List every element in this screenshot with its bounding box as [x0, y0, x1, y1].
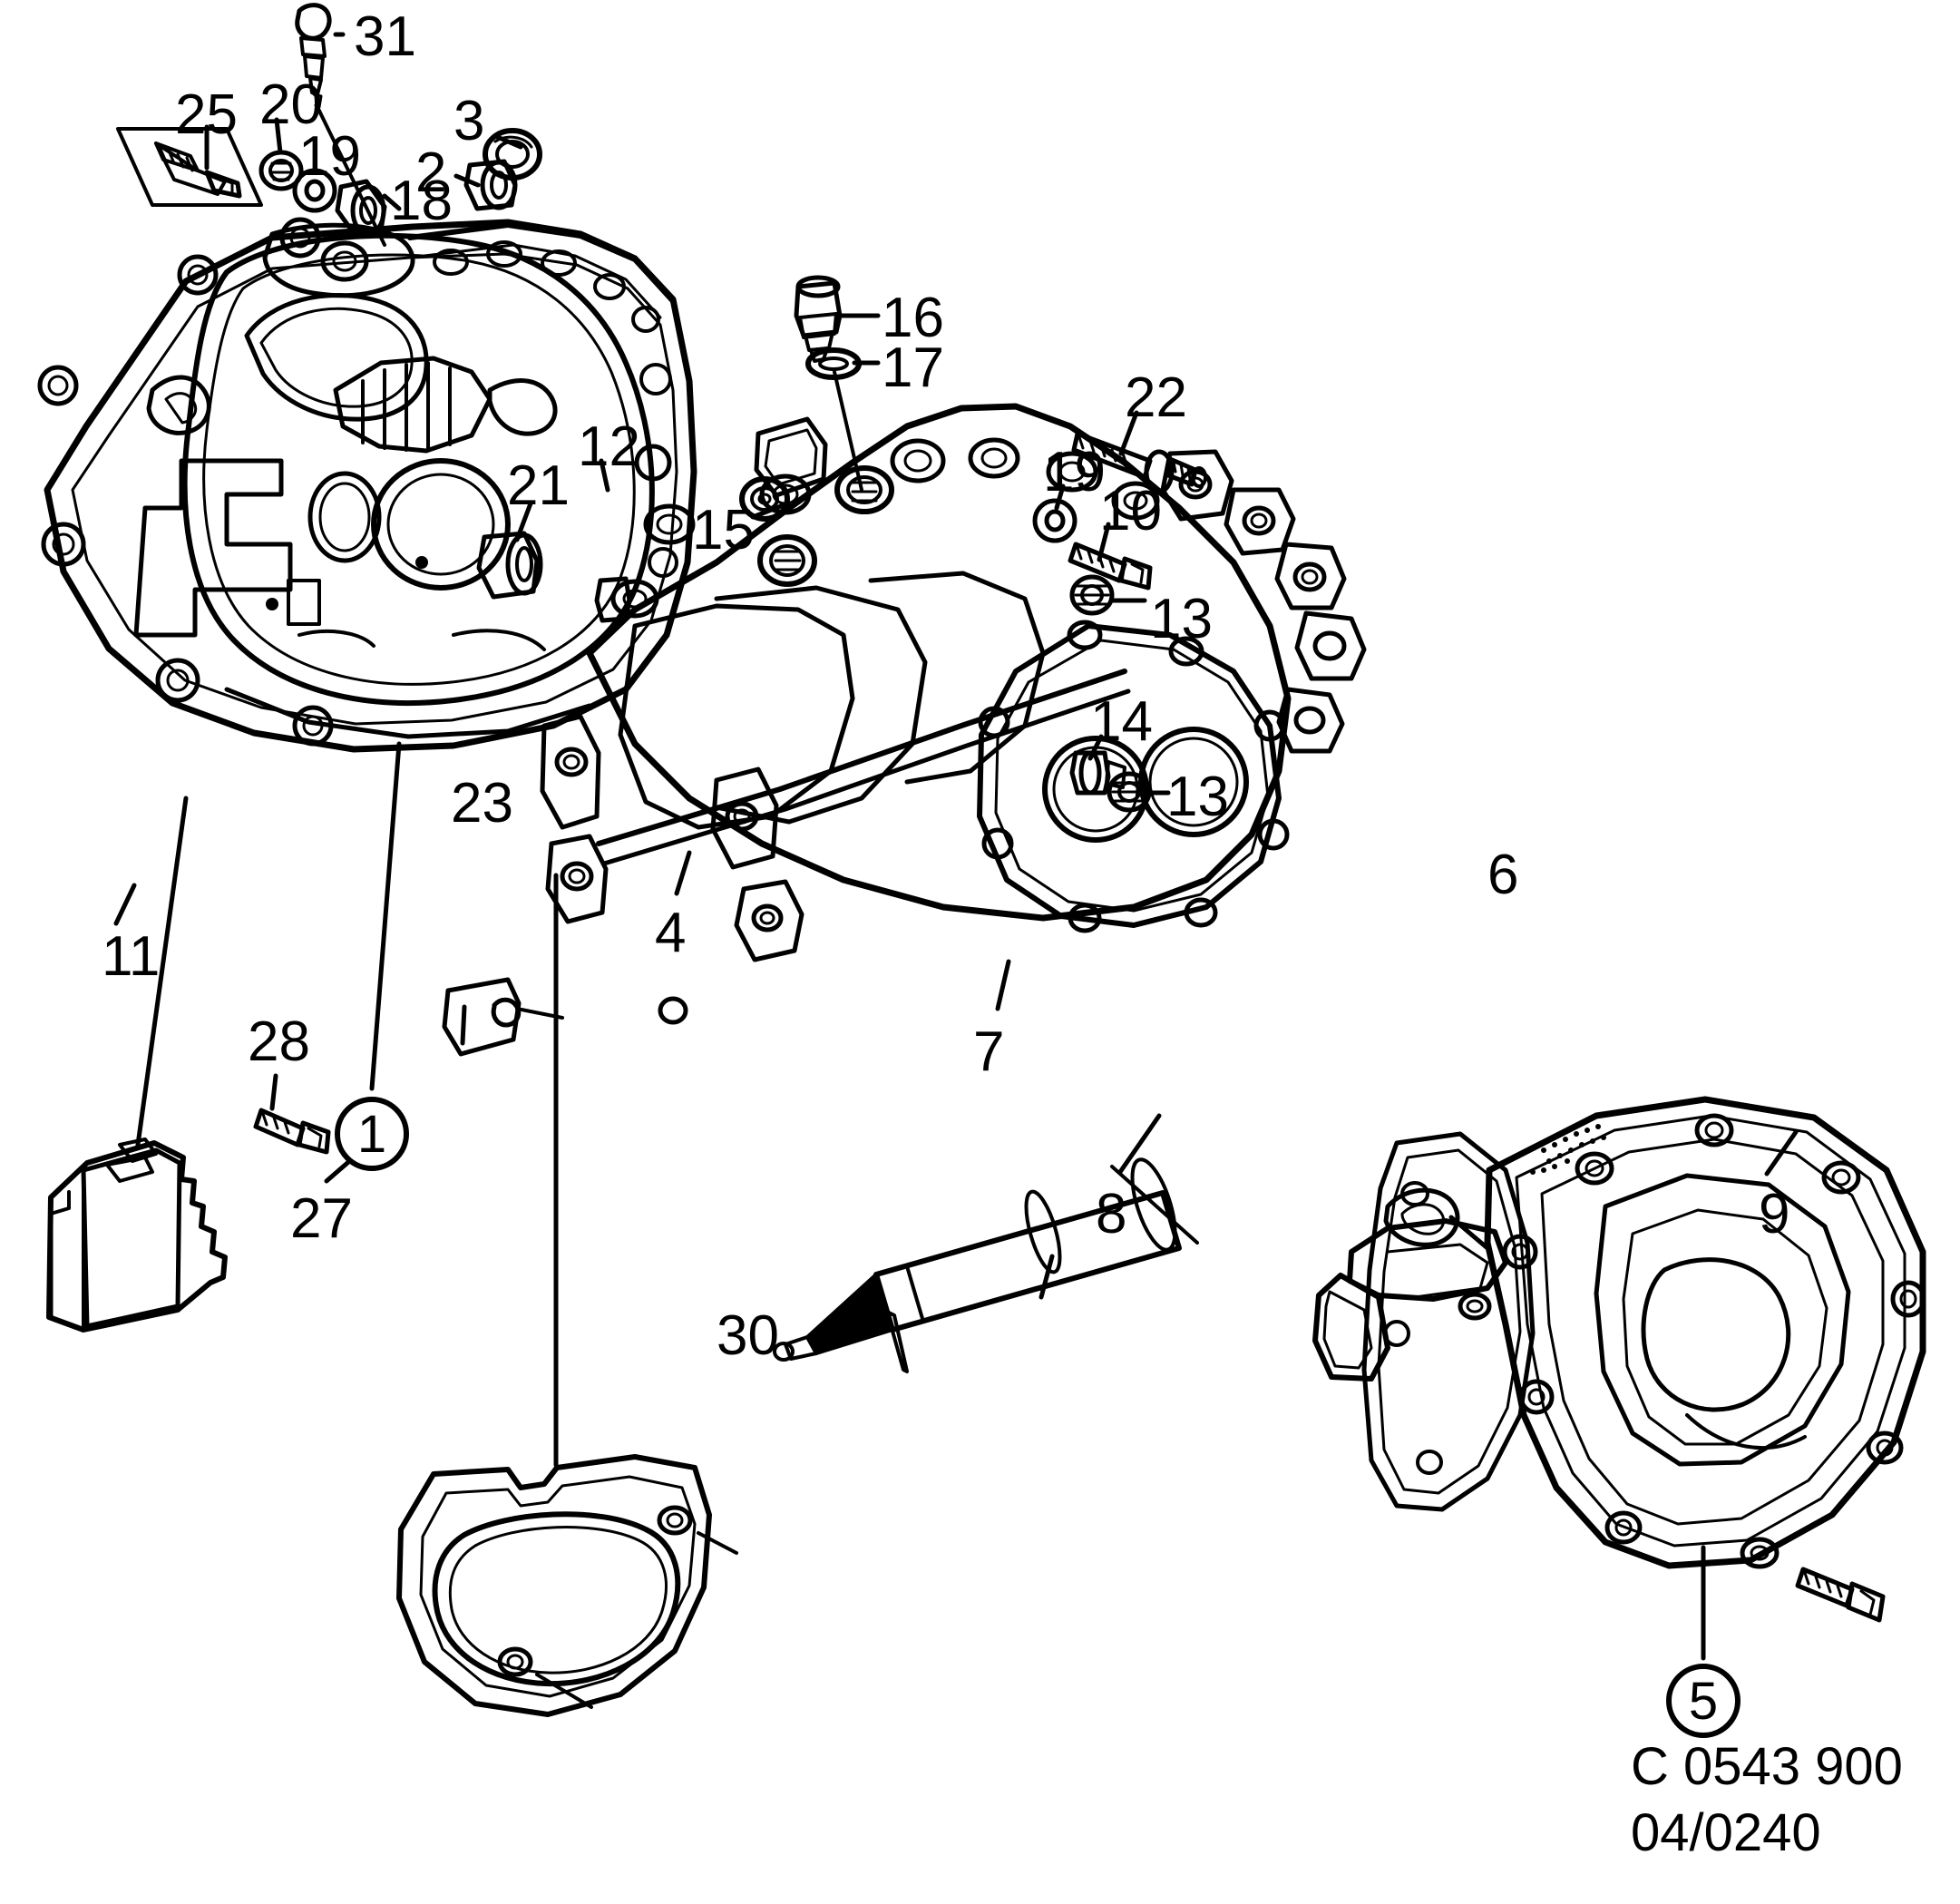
- locating-dowel-12: [594, 576, 632, 623]
- badge-clutch-bell-housing: 1: [335, 1097, 409, 1171]
- leader-lines: [113, 32, 1799, 1661]
- stud-22: [1071, 431, 1207, 494]
- callout-oil-seal: 15: [692, 499, 755, 561]
- callout-nut: 20: [259, 73, 322, 136]
- drawing-reference: C 0543 900 04/0240: [1631, 1737, 1903, 1862]
- callout-dowel-sleeve: 18: [390, 170, 453, 232]
- sealing-washer-13b: [1107, 771, 1152, 813]
- callout-seal-ring: 3: [453, 90, 485, 152]
- callout-o-ring: 17: [882, 337, 944, 399]
- callout-sealant-tube: 30: [717, 1304, 779, 1367]
- callout-switch-plunger: 14: [1090, 690, 1153, 753]
- anchor-plate-23: [442, 977, 688, 1057]
- callout-locating-dowel: 12: [578, 415, 640, 478]
- callout-dipstick: 31: [354, 5, 416, 68]
- bush-sleeve-21: [476, 531, 543, 600]
- washer-19b: [1032, 498, 1078, 543]
- leader-16-17-to-case: [833, 370, 863, 492]
- bolt-28: [253, 1108, 331, 1155]
- callout-sealing-washer: 13: [1166, 766, 1229, 828]
- callout-bush: 2: [415, 142, 447, 204]
- callout-gasket: 8: [1096, 1183, 1127, 1245]
- callout-bolt-short: 28: [248, 1011, 310, 1073]
- callout-spring-clip: 6: [1487, 844, 1519, 906]
- callout-bolt: 9: [1759, 1183, 1790, 1245]
- callout-cover-plate: 27: [290, 1187, 353, 1250]
- dipstick-31: [295, 3, 332, 109]
- callout-bolt: 10: [1099, 480, 1162, 542]
- cover-plate-27: [396, 1454, 738, 1717]
- callout-washer: 19: [1043, 441, 1106, 503]
- plug-block-11: [46, 1138, 228, 1333]
- gearbox-case: [540, 403, 1367, 962]
- bolt-9: [1795, 1567, 1886, 1623]
- callout-washer: 19: [298, 125, 361, 188]
- mounting-bracket-7: [1312, 1187, 1508, 1382]
- callout-breather-plug: 16: [882, 287, 944, 349]
- badge-gearbox-end-cover: 5: [1666, 1664, 1741, 1738]
- bolt-10: [1068, 542, 1153, 591]
- callout-clutch-housing-plug: 11: [102, 925, 161, 988]
- callout-bolt-long: 25: [175, 83, 238, 146]
- callout-bracket: 7: [973, 1020, 1005, 1083]
- clutch-bell-housing: [37, 217, 697, 753]
- sealing-washer-13a: [1069, 574, 1115, 616]
- bolt-25: [116, 127, 263, 207]
- callout-bush-sleeve: 21: [507, 454, 570, 517]
- callout-gearbox-case: 4: [655, 902, 687, 964]
- switch-plunger-14: [1069, 750, 1126, 796]
- dowel-sleeve-18: [335, 179, 387, 239]
- sealant-tube-30: [773, 1157, 1199, 1373]
- callout-anchor-plate: 23: [451, 772, 513, 835]
- callout-stud: 22: [1125, 366, 1187, 429]
- gearbox-end-cover: [1484, 1096, 1926, 1569]
- callout-sealing-washer: 13: [1150, 588, 1213, 650]
